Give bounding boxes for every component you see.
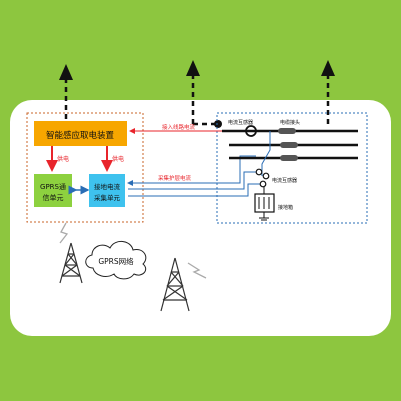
ct-mid-label: 电流互感器: [272, 177, 297, 184]
upload-arrow-icon: [186, 60, 222, 128]
signal-tower-icon: [160, 257, 190, 312]
cable-joint-label: 电缆接头: [280, 119, 300, 126]
protector-wire-3: [128, 183, 262, 197]
ground-unit-line1: 接地电流: [94, 182, 121, 191]
current-transformer-icon: [255, 168, 270, 188]
power-label-right: 供电: [112, 155, 124, 163]
ground-box-icon: [254, 187, 275, 221]
gprs-comm-unit: [34, 174, 72, 207]
collect-protector-current-label: 采集护层电流: [158, 174, 192, 182]
lightning-icon: [59, 222, 69, 244]
signal-tower-icon: [59, 242, 83, 284]
access-line-current-label: 接入线路电流: [162, 123, 196, 131]
ct-top-label: 电流互感器: [228, 119, 253, 126]
current-transformer-icon: [245, 125, 257, 137]
network-label: GPRS网络: [98, 256, 134, 266]
power-label-left: 供电: [57, 155, 69, 163]
upload-arrow-icon: [321, 60, 335, 128]
ground-unit-line2: 采集单元: [94, 193, 121, 202]
protector-wire-1: [127, 155, 256, 186]
cable-area: [216, 112, 368, 224]
cable-joint-icon: [278, 128, 298, 161]
cloud-icon: [85, 241, 147, 280]
gprs-unit-line1: GPRS通: [40, 182, 66, 191]
ground-box-label: 接地箱: [278, 204, 293, 211]
device-title: 智能感应取电装置: [46, 130, 115, 141]
protector-wire-2: [128, 171, 260, 190]
shield-loop: [261, 131, 271, 176]
ground-current-unit: [89, 174, 125, 207]
lightning-icon: [187, 262, 207, 279]
device-area: [26, 112, 144, 223]
gprs-unit-line2: 信单元: [43, 193, 64, 202]
smart-power-device: [34, 121, 127, 146]
